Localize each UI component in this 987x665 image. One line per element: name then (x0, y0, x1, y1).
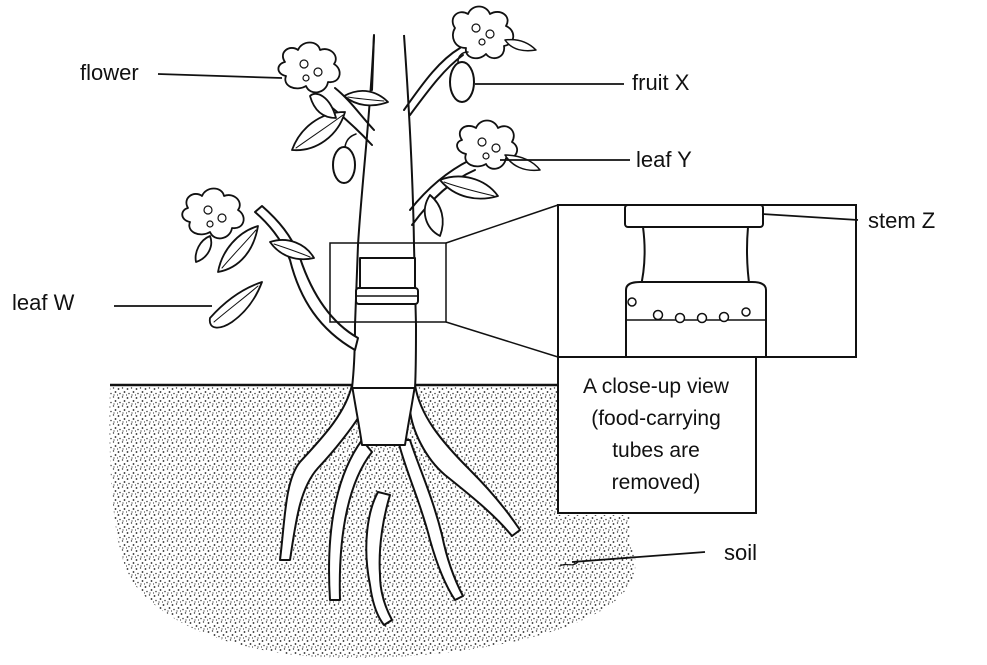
zoom-projection-top (446, 205, 558, 243)
caption-line-3: tubes are (612, 439, 700, 462)
flower-left (278, 43, 339, 93)
zoom-projection-bottom (446, 322, 558, 357)
label-fruit-x: fruit X (632, 70, 690, 95)
label-leaf-w: leaf W (12, 290, 75, 315)
flower-mid-right (457, 121, 540, 171)
label-leaf-y: leaf Y (636, 147, 692, 172)
label-soil: soil (724, 540, 757, 565)
leaves (196, 91, 498, 328)
caption-line-4: removed) (612, 471, 701, 494)
flower-top-right (453, 7, 536, 59)
flower-lower-left (182, 189, 243, 239)
label-flower: flower (80, 60, 139, 85)
label-stem-z: stem Z (868, 208, 935, 233)
caption-line-2: (food-carrying (591, 407, 721, 430)
flower-leader (158, 74, 282, 78)
close-up-panel: A close-up view (food-carrying tubes are… (558, 205, 856, 513)
main-stem (352, 35, 416, 388)
caption-line-1: A close-up view (583, 375, 730, 398)
stem-ring (356, 258, 418, 304)
